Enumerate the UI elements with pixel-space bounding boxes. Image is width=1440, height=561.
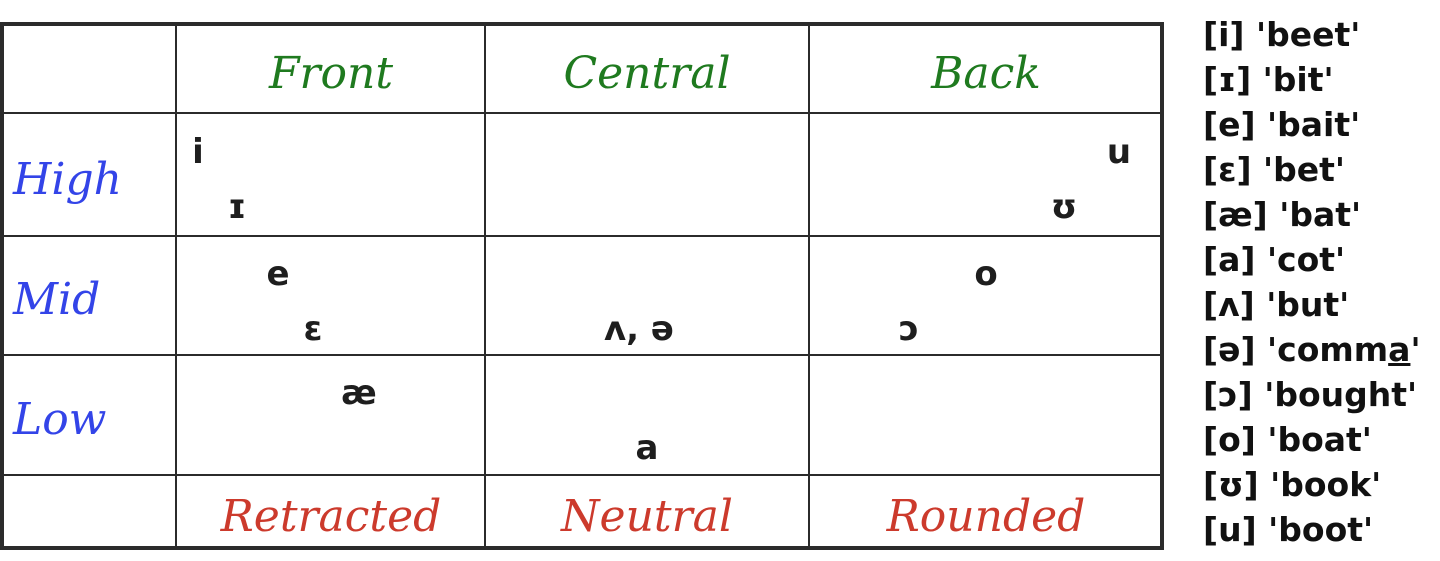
legend-word: 'bait' xyxy=(1267,105,1361,144)
lip-label-neutral: Neutral xyxy=(560,491,733,542)
vowel-open-o: ɔ xyxy=(899,309,919,349)
legend-symbol: [a] xyxy=(1203,240,1256,279)
legend-item: [ɔ] 'bought' xyxy=(1203,372,1421,417)
legend-item: [ɪ] 'bit' xyxy=(1203,57,1421,102)
legend-word: 'bit' xyxy=(1262,60,1334,99)
row-header-mid: Mid xyxy=(12,274,100,325)
legend-symbol: [æ] xyxy=(1203,195,1268,234)
column-header-central: Central xyxy=(563,48,730,99)
legend-word: 'boat' xyxy=(1267,420,1372,459)
row-header-low: Low xyxy=(12,394,106,445)
lip-label-retracted: Retracted xyxy=(220,491,442,542)
legend-item: [u] 'boot' xyxy=(1203,507,1421,552)
vowel-open-e: ɛ xyxy=(304,309,323,349)
legend-symbol: [ɛ] xyxy=(1203,150,1252,189)
legend-symbol: [ʊ] xyxy=(1203,465,1259,504)
vowel-ash: æ xyxy=(341,373,377,413)
legend-symbol: [ɪ] xyxy=(1203,60,1252,99)
chart-outer-border xyxy=(0,22,1164,550)
vowel-o: o xyxy=(974,254,997,294)
legend-item: [e] 'bait' xyxy=(1203,102,1421,147)
vowel-u: u xyxy=(1107,132,1131,172)
vowel-upsilon: ʊ xyxy=(1051,187,1077,227)
column-headers: Front Central Back xyxy=(268,48,1041,99)
column-header-front: Front xyxy=(268,48,393,99)
legend-item: [ʌ] 'but' xyxy=(1203,282,1421,327)
chart-grid xyxy=(0,22,1164,550)
legend-word: 'bet' xyxy=(1263,150,1346,189)
legend-item: [a] 'cot' xyxy=(1203,237,1421,282)
legend-word-plain: 'comm xyxy=(1267,330,1389,369)
legend-word-underlined-letter: a xyxy=(1388,330,1411,369)
legend-item: [ɛ] 'bet' xyxy=(1203,147,1421,192)
legend-word: 'bought' xyxy=(1264,375,1418,414)
vowel-wedge-schwa: ʌ, ə xyxy=(604,309,674,349)
vowel-small-cap-i: ɪ xyxy=(228,187,247,227)
row-headers: High Mid Low xyxy=(12,154,122,445)
vowel-e: e xyxy=(266,254,289,294)
legend-symbol: [i] xyxy=(1203,15,1245,54)
legend-symbol: [ɔ] xyxy=(1203,375,1253,414)
row-header-high: High xyxy=(12,154,122,205)
legend-symbol: [ʌ] xyxy=(1203,285,1255,324)
legend-word-closing-quote: ' xyxy=(1410,330,1421,369)
lip-rounding-labels: Retracted Neutral Rounded xyxy=(220,491,1086,542)
legend-symbol: [ə] xyxy=(1203,330,1256,369)
legend-word: 'book' xyxy=(1270,465,1382,504)
legend-word: 'cot' xyxy=(1266,240,1346,279)
legend-item: [æ] 'bat' xyxy=(1203,192,1421,237)
legend-word: 'bat' xyxy=(1279,195,1362,234)
legend-item: [ʊ] 'book' xyxy=(1203,462,1421,507)
lip-label-rounded: Rounded xyxy=(886,491,1086,542)
legend-symbol: [e] xyxy=(1203,105,1256,144)
vowel-legend: [i] 'beet' [ɪ] 'bit' [e] 'bait' [ɛ] 'bet… xyxy=(1203,12,1421,552)
vowel-a: a xyxy=(636,428,659,468)
legend-symbol: [u] xyxy=(1203,510,1257,549)
vowel-symbols: i ɪ u ʊ e ɛ ʌ, ə o ɔ æ a xyxy=(192,132,1131,468)
legend-word: 'boot' xyxy=(1268,510,1374,549)
legend-item: [ə] 'comma' xyxy=(1203,327,1421,372)
vowel-i: i xyxy=(192,132,204,172)
column-header-back: Back xyxy=(930,48,1041,99)
legend-word: 'but' xyxy=(1266,285,1350,324)
legend-item: [i] 'beet' xyxy=(1203,12,1421,57)
legend-item: [o] 'boat' xyxy=(1203,417,1421,462)
legend-symbol: [o] xyxy=(1203,420,1256,459)
legend-word: 'beet' xyxy=(1255,15,1361,54)
